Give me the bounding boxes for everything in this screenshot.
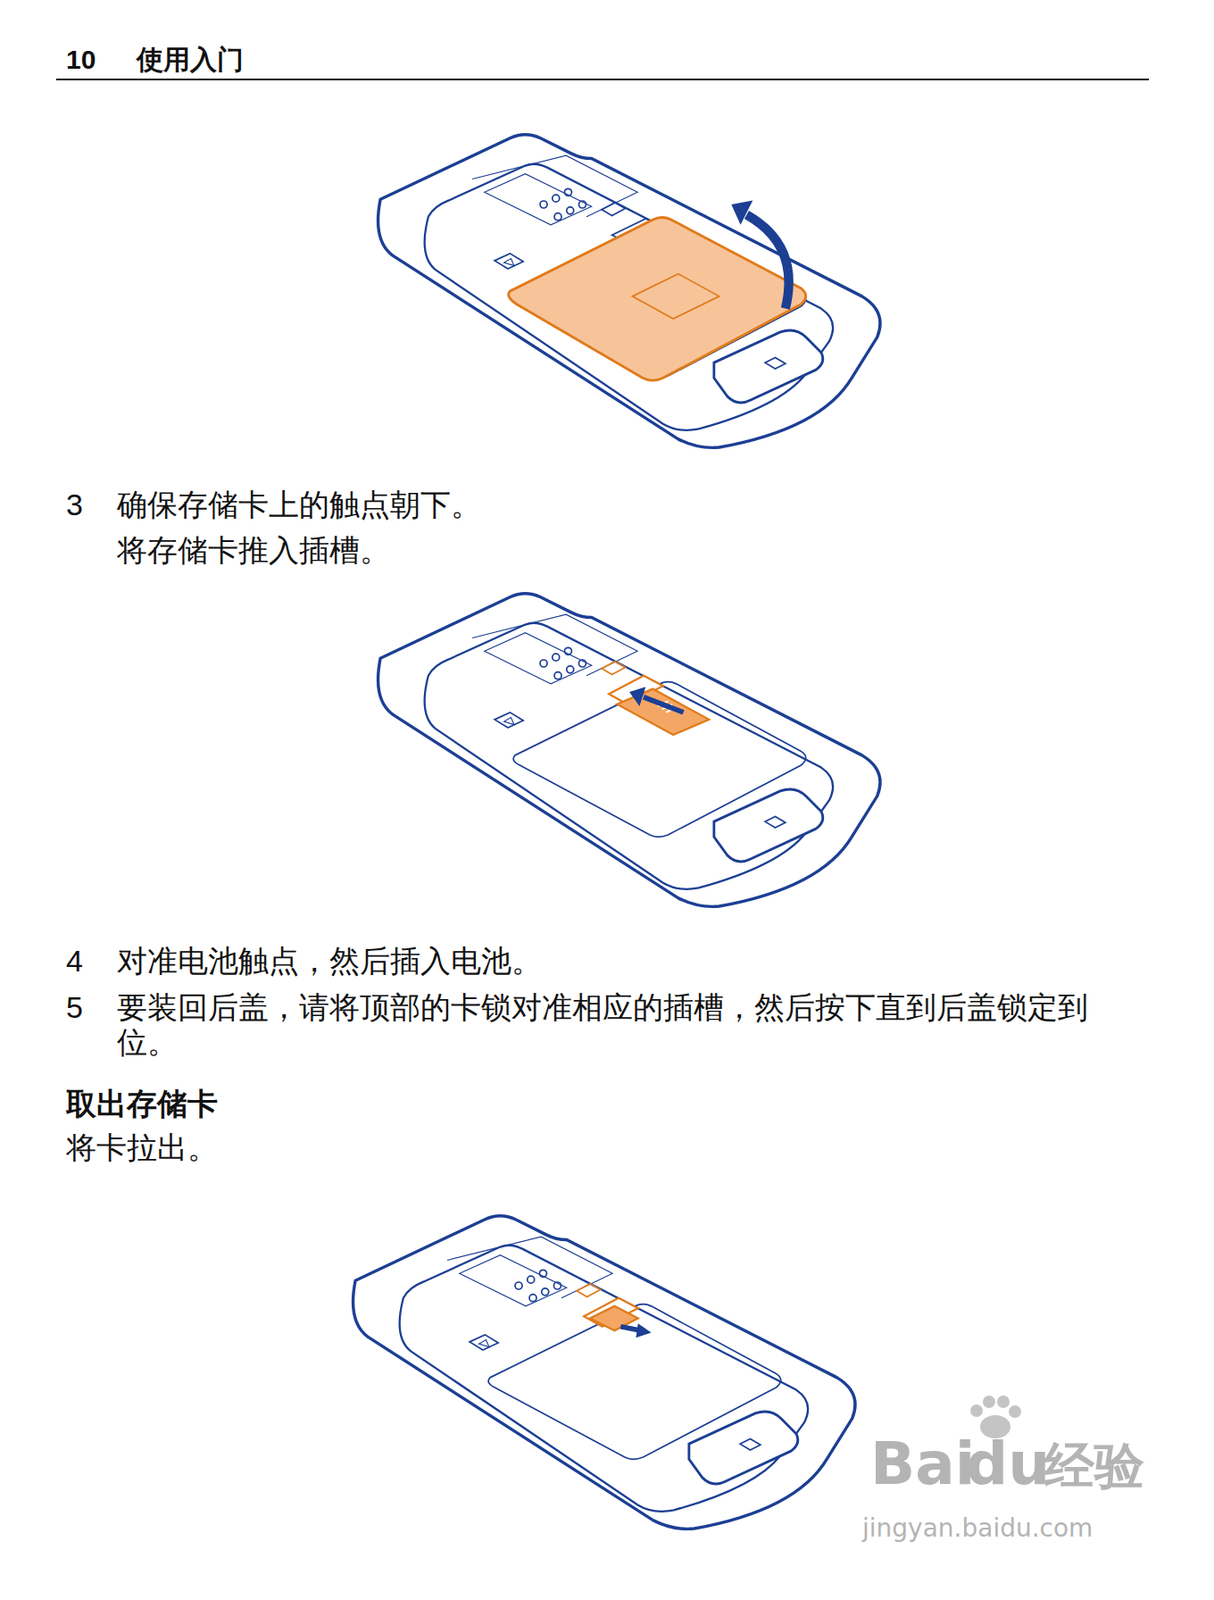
- step-text: 对准电池触点，然后插入电池。: [116, 943, 542, 979]
- page-number: 10: [66, 44, 96, 76]
- step-number: 3: [66, 487, 84, 523]
- page-heading: 使用入门: [136, 44, 244, 76]
- step-text: 要装回后盖，请将顶部的卡锁对准相应的插槽，然后按下直到后盖锁定到位。: [116, 989, 1144, 1060]
- step-text: 确保存储卡上的触点朝下。: [116, 487, 482, 523]
- step-text: 将存储卡推入插槽。: [116, 532, 391, 568]
- step-number: 5: [66, 989, 84, 1025]
- phone-remove-card: [353, 1215, 856, 1530]
- section-heading: 取出存储卡: [66, 1086, 218, 1122]
- watermark: Bai: [870, 1430, 975, 1498]
- watermark-url: jingyan.baidu.com: [862, 1513, 1093, 1543]
- phone-insert-card: [378, 593, 881, 907]
- watermark: du: [965, 1430, 1050, 1498]
- watermark: 经验: [1044, 1437, 1145, 1495]
- phone-open-battery: [378, 134, 881, 449]
- header-rule: [56, 78, 1149, 81]
- step-number: 4: [66, 943, 84, 979]
- section-text: 将卡拉出。: [66, 1130, 218, 1165]
